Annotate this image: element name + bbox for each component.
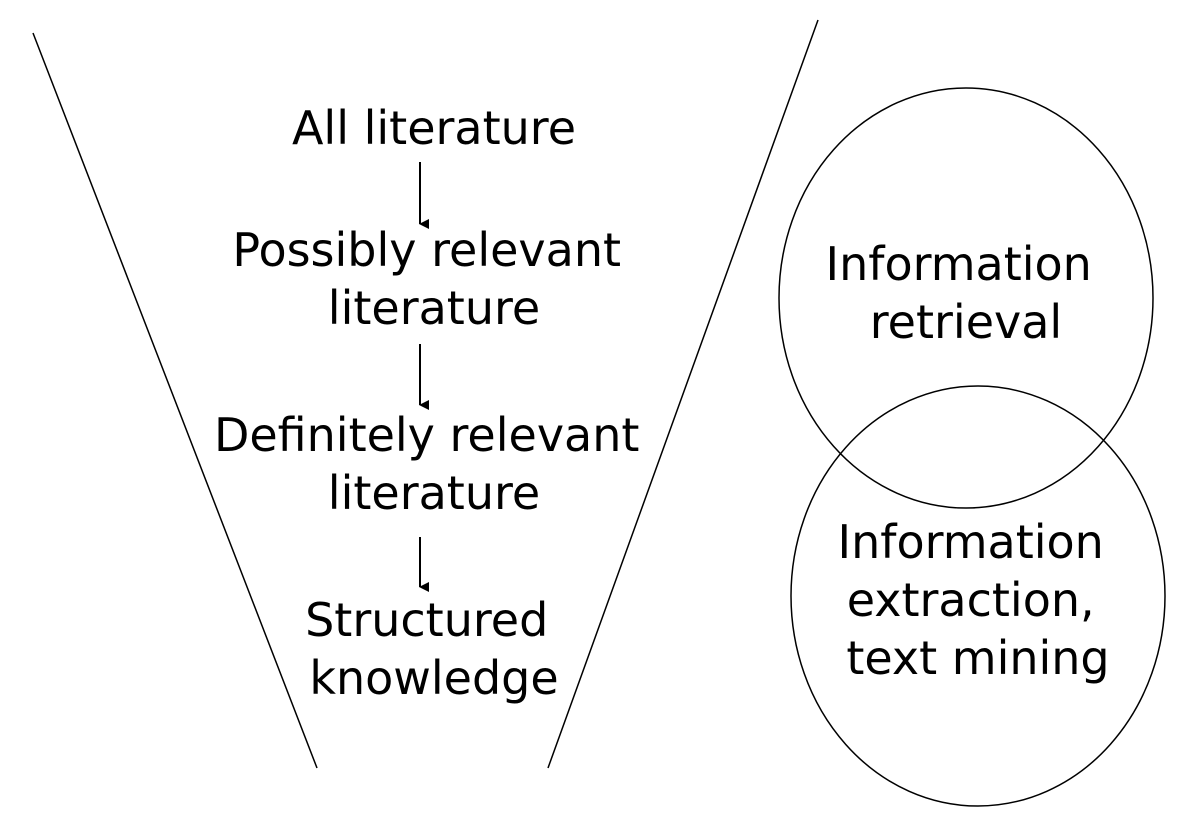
stage-structured-knowledge: Structured knowledge	[305, 593, 563, 705]
circle-information-retrieval	[778, 87, 1154, 509]
stage-possibly-relevant: Possibly relevant literature	[232, 223, 635, 335]
funnel-left-edge	[32, 32, 318, 769]
stage-definitely-relevant: Definitely relevant literature	[214, 408, 654, 520]
stage-all-literature: All literature	[292, 101, 576, 155]
circle-information-extraction	[790, 385, 1166, 807]
funnel-right-edge	[547, 19, 819, 769]
label-information-extraction: Information extraction, text mining	[838, 515, 1119, 685]
label-information-retrieval: Information retrieval	[826, 237, 1107, 349]
